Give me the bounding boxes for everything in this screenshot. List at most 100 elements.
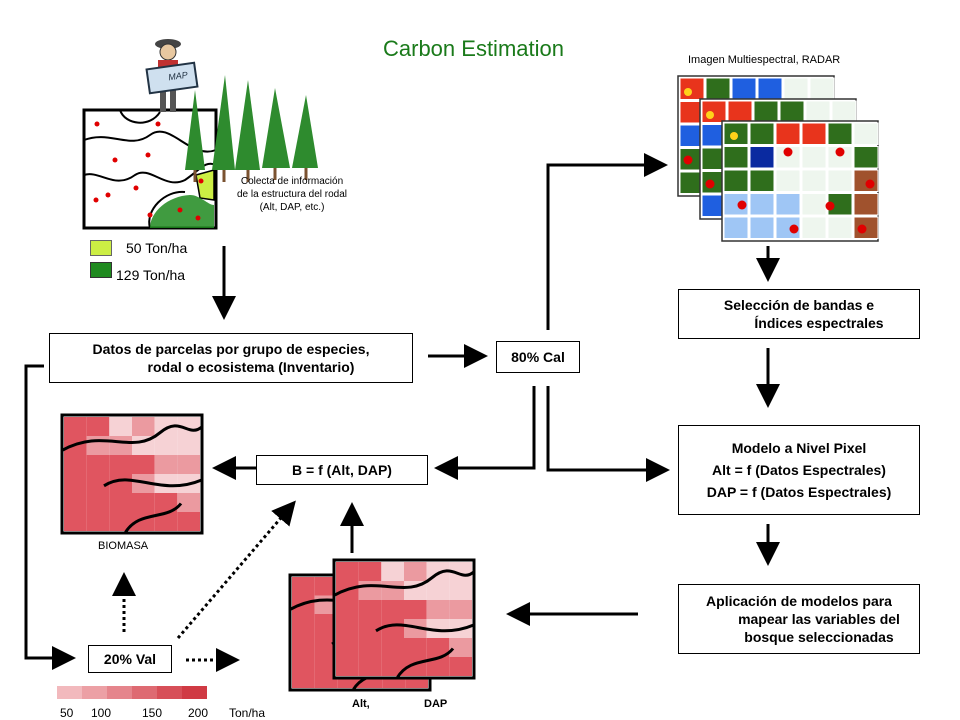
flow-arrows: [24, 153, 780, 670]
map-pixel: [292, 632, 315, 651]
map-pixel: [314, 669, 338, 688]
legend-swatch-50: [90, 240, 112, 256]
map-pixel: [132, 455, 155, 474]
map-pixel: [381, 638, 404, 657]
map-pixel: [404, 562, 427, 581]
map-pixel: [426, 638, 450, 657]
map-pixel: [64, 474, 87, 493]
sat-pixel: [775, 122, 801, 145]
scale-swatch: [157, 686, 182, 699]
scale-tick: 100: [91, 706, 112, 720]
box-line: rodal o ecosistema (Inventario): [147, 359, 355, 375]
calibration-box: 80% Cal: [496, 341, 580, 373]
map-pixel: [336, 619, 359, 638]
scale-swatch: [132, 686, 157, 699]
map-pixel: [177, 512, 200, 531]
map-pixel: [336, 638, 359, 657]
sat-pixel: [831, 100, 857, 123]
box-line: Datos de parcelas por grupo de especies,: [92, 341, 370, 357]
box-line: bosque seleccionadas: [744, 629, 894, 645]
field-note-line: (Alt, DAP, etc.): [259, 202, 325, 213]
sat-pixel: [805, 100, 831, 123]
biomass-equation-box: B = f (Alt, DAP): [256, 455, 428, 485]
map-pixel: [358, 581, 382, 600]
map-pixel: [154, 474, 178, 493]
biomass-map: [60, 413, 204, 535]
box-line: DAP = f (Datos Espectrales): [706, 484, 892, 500]
map-pixel: [177, 436, 200, 455]
map-pixel: [292, 614, 315, 633]
map-pixel: [404, 600, 427, 619]
sample-point: [683, 155, 693, 165]
map-pixel: [292, 669, 315, 688]
box-line: Alt = f (Datos Espectrales): [712, 462, 886, 478]
legend-label-50: 50 Ton/ha: [126, 240, 188, 256]
sat-pixel: [827, 216, 853, 239]
map-boundary: [395, 647, 455, 679]
map-pixel: [109, 455, 132, 474]
biomass-label: BIOMASA: [98, 540, 149, 552]
map-pixel: [86, 455, 110, 474]
map-pixel: [109, 512, 132, 531]
box-line: Modelo a Nivel Pixel: [731, 440, 867, 456]
model-application-box: Aplicación de modelos para mapear las va…: [678, 584, 920, 654]
map-boundary: [61, 424, 203, 452]
sat-pixel: [749, 146, 775, 169]
sat-pixel: [775, 169, 801, 192]
sat-pixel: [801, 216, 827, 239]
sample-point: [857, 224, 867, 234]
sample-point: [825, 201, 835, 211]
map-pixel: [314, 651, 338, 670]
map-pixel: [381, 581, 404, 600]
map-pixel: [358, 638, 382, 657]
map-boundary: [375, 623, 475, 633]
map-pixel: [449, 581, 472, 600]
map-pixel: [154, 436, 178, 455]
map-pixel: [64, 512, 87, 531]
map-pixel: [64, 493, 87, 512]
sat-pixel: [749, 193, 775, 216]
map-pixel: [358, 619, 382, 638]
sat-pixel: [723, 169, 749, 192]
map-pixel: [86, 474, 110, 493]
sample-point: [684, 88, 692, 96]
map-pixel: [336, 657, 359, 676]
scale-swatch: [182, 686, 207, 699]
band-selection-box: Selección de bandas e Índices espectrale…: [678, 289, 920, 339]
map-pixel: [109, 436, 132, 455]
sat-pixel: [827, 146, 853, 169]
validation-arrows: [112, 500, 296, 672]
sat-pixel: [775, 193, 801, 216]
scale-swatch: [107, 686, 132, 699]
map-pixel: [404, 638, 427, 657]
map-pixel: [154, 493, 178, 512]
sample-point: [865, 179, 875, 189]
sample-point: [730, 132, 738, 140]
scale-tick: 150: [142, 706, 163, 720]
map-pixel: [86, 493, 110, 512]
sample-point: [706, 111, 714, 119]
map-pixel: [381, 619, 404, 638]
sat-pixel: [853, 122, 879, 145]
inventory-data-box: Datos de parcelas por grupo de especies,…: [49, 333, 413, 383]
field-note-line: de la estructura del rodal: [236, 189, 348, 200]
map-boundary: [333, 569, 475, 597]
scale-swatch: [57, 686, 82, 699]
validation-box: 20% Val: [88, 645, 172, 673]
map-pixel: [86, 417, 110, 436]
sat-pixel: [723, 146, 749, 169]
surveyor-icon: [145, 39, 199, 112]
legend-swatch-129: [90, 262, 112, 278]
sat-pixel: [705, 77, 731, 100]
map-pixel: [426, 657, 450, 676]
pixel-model-box: Modelo a Nivel Pixel Alt = f (Datos Espe…: [678, 425, 920, 515]
map-pixel: [292, 577, 315, 596]
map-pixel: [426, 581, 450, 600]
multispectral-image-stack: [677, 75, 879, 242]
box-line: mapear las variables del: [738, 611, 900, 627]
map-pixel: [381, 562, 404, 581]
sat-pixel: [853, 169, 879, 192]
map-pixel: [292, 651, 315, 670]
box-line: Selección de bandas e: [723, 297, 875, 313]
map-pixel: [314, 632, 338, 651]
